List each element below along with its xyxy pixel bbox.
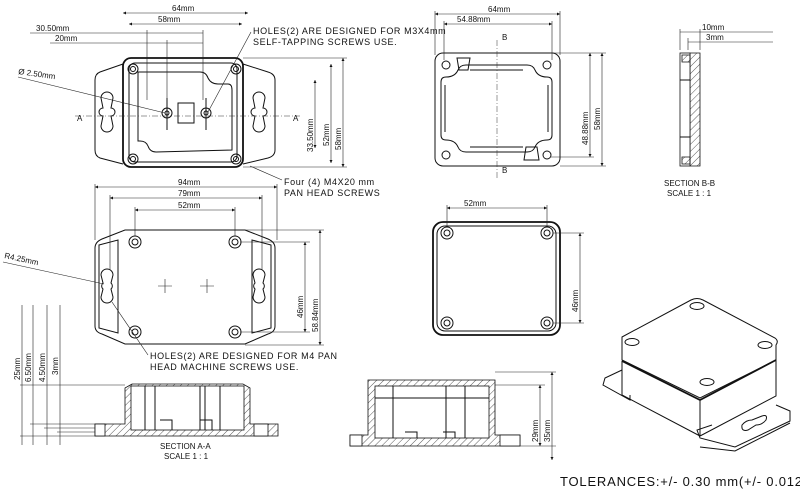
- dim-height-4-50: 4.50mm: [38, 353, 47, 382]
- base-screw-holes: [128, 235, 242, 339]
- dim-hole-span: 52mm: [178, 201, 201, 210]
- body-section: 29mm 35mm: [349, 371, 556, 460]
- dim-width-inner: 58mm: [158, 15, 181, 24]
- dim-body-height: 35mm: [543, 419, 552, 442]
- dim-body-depth: 29mm: [531, 419, 540, 442]
- lid-top-screw-holes: [440, 226, 554, 330]
- iso-lid-top: [621, 298, 778, 399]
- keyhole-slot-left: [98, 91, 116, 133]
- dim-overall-width: 94mm: [178, 178, 201, 187]
- lid-outline: [434, 52, 561, 167]
- keyhole-slot-left: [100, 268, 114, 304]
- dim-height-mid: 52mm: [322, 123, 331, 146]
- note-m3-holes-line1: HOLES(2) ARE DESIGNED FOR M3X4mm: [253, 26, 446, 36]
- bottom-view: 94mm 79mm 52mm 46mm 58.84mm R4.25mm HOLE…: [2, 178, 338, 372]
- section-a-scale: SCALE 1 : 1: [164, 452, 209, 461]
- section-b-title: SECTION B-B: [664, 179, 715, 188]
- top-view: A A 64mm 58mm 30.50mm 20mm Ø 2.50mm 58mm…: [18, 4, 446, 198]
- note-screws-line2: PAN HEAD SCREWS: [284, 188, 380, 198]
- section-a-a: 25mm 6.50mm 4.50mm 3mm SECTION A-A SCALE…: [13, 305, 279, 461]
- mounting-flange: [94, 63, 276, 165]
- keyhole-slot-right: [250, 91, 268, 133]
- note-m4-holes-line2: HEAD MACHINE SCREWS USE.: [150, 362, 299, 372]
- dim-height-outer: 58mm: [334, 127, 343, 150]
- lid-view: B B 64mm 54.88mm 48.88mm 58mm: [434, 5, 606, 180]
- dim-radius: R4.25mm: [4, 251, 40, 267]
- dim-hole-diameter: Ø 2.50mm: [18, 67, 57, 81]
- iso-keyhole-slot: [741, 415, 767, 431]
- pcb-screw-bosses: [161, 98, 212, 130]
- keyhole-slot-right: [252, 268, 266, 304]
- section-b-b: 10mm 3mm SECTION B-B SCALE 1 : 1: [664, 23, 773, 198]
- dim-lid-inner-width: 54.88mm: [457, 15, 491, 24]
- base-outline: [94, 229, 276, 345]
- section-marker-right: A: [293, 114, 299, 123]
- corner-screw-holes: [127, 63, 242, 165]
- section-b-scale: SCALE 1 : 1: [667, 189, 712, 198]
- section-marker-bottom: B: [502, 166, 507, 175]
- dim-screw-span-inner: 20mm: [55, 34, 78, 43]
- dim-lid-inner-height: 48.88mm: [581, 111, 590, 145]
- note-m3-holes-line2: SELF-TAPPING SCREWS USE.: [253, 37, 397, 47]
- note-m4-holes-line1: HOLES(2) ARE DESIGNED FOR M4 PAN: [150, 351, 338, 361]
- inner-cavity: [137, 71, 233, 153]
- dim-slot-span: 79mm: [178, 189, 201, 198]
- dim-lid-wall: 3mm: [706, 33, 724, 42]
- dim-screw-span: 30.50mm: [36, 24, 70, 33]
- section-a-title: SECTION A-A: [160, 442, 211, 451]
- note-screws-line1: Four (4) M4X20 mm: [284, 177, 375, 187]
- isometric-view: [602, 298, 791, 452]
- dim-lid-height: 58mm: [593, 107, 602, 130]
- dim-height-25: 25mm: [13, 357, 22, 380]
- section-marker-left: A: [77, 114, 83, 123]
- section-marker-top: B: [502, 33, 507, 42]
- dim-lid-thickness: 10mm: [702, 23, 725, 32]
- dim-lid-hole-height: 46mm: [571, 289, 580, 312]
- dim-hole-height: 46mm: [296, 295, 305, 318]
- dim-height-inner: 33.50mm: [306, 118, 315, 152]
- lid-top-outline: [432, 221, 561, 336]
- enclosure-outline: [122, 57, 244, 168]
- lid-screw-holes: [441, 60, 552, 160]
- dim-height-3: 3mm: [51, 357, 60, 375]
- lid-gasket-groove: [440, 64, 553, 153]
- dim-width-outer: 64mm: [172, 4, 195, 13]
- dim-lid-hole-span: 52mm: [464, 199, 487, 208]
- dim-height-6-50: 6.50mm: [24, 353, 33, 382]
- tolerances-note: TOLERANCES:+/- 0.30 mm(+/- 0.012in): [560, 474, 800, 489]
- lid-top-view: 52mm 46mm: [432, 199, 584, 336]
- logo-mark: [177, 102, 195, 124]
- dim-lid-width: 64mm: [488, 5, 511, 14]
- dim-overall-height: 58.84mm: [311, 298, 320, 332]
- center-marks: [158, 279, 214, 293]
